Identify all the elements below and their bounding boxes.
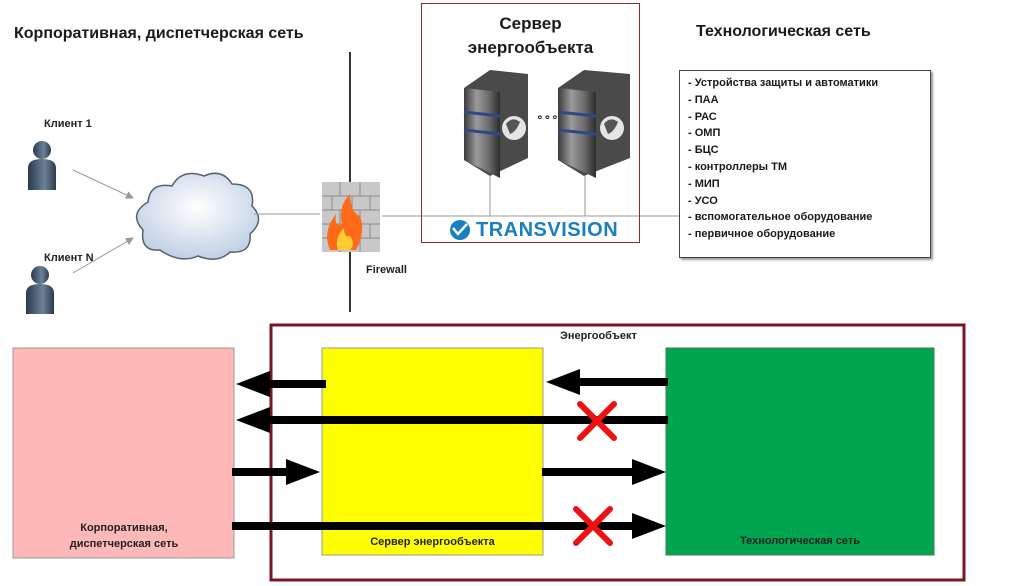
tech-item: - УСО [688, 194, 718, 207]
server-2-icon [557, 70, 630, 178]
tech-network-title: Технологическая сеть [696, 23, 871, 40]
flow-corp-to-server-arrow [232, 459, 320, 485]
tech-item: - БЦС [688, 144, 719, 157]
flow-corp-to-tech-arrow [232, 513, 666, 539]
corp-network-title: Корпоративная, диспетчерская сеть [14, 25, 304, 42]
client-1-person-icon [28, 141, 56, 190]
client-1-arrow [72, 169, 134, 199]
flow-server-to-tech-arrow [542, 459, 666, 485]
flow-server-to-corp-arrow [236, 371, 326, 397]
more-servers-dots: ∘∘∘ [536, 110, 559, 124]
transvision-logo-icon [450, 220, 470, 240]
tech-block [665, 347, 935, 556]
tech-item: - ПАА [688, 93, 719, 106]
tech-item: - МИП [688, 177, 720, 190]
corp-block [12, 347, 235, 559]
client-n-person-icon [26, 266, 54, 314]
energy-server-title-line2: энергообъекта [467, 38, 594, 57]
blocked-cross-icon [573, 506, 613, 546]
energy-server-title-line1: Сервер [499, 14, 562, 33]
client-n-label: Клиент N [44, 252, 94, 264]
energy-server-title: Сервер энергообъекта [421, 12, 640, 60]
energy-server-box [421, 3, 640, 243]
client-n-arrow [72, 237, 134, 274]
server-block-label: Сервер энергообъекта [370, 536, 495, 548]
corp-block-label: Корпоративная, диспетчерская сеть [69, 522, 179, 550]
tech-block-label: Технологическая сеть [739, 535, 861, 547]
server-1-icon [463, 70, 528, 178]
tech-item: - РАС [688, 110, 717, 123]
server-block [321, 347, 544, 556]
tech-item: - ОМП [688, 127, 721, 140]
blocked-cross-icon [577, 401, 617, 441]
transvision-brand: TRANSVISION [476, 219, 619, 241]
tech-equipment-list: - Устройства защиты и автоматики - ПАА -… [679, 70, 931, 258]
firewall-icon [322, 182, 380, 252]
tech-item: - контроллеры ТМ [688, 160, 787, 173]
cloud-icon [135, 172, 260, 260]
client-1-label: Клиент 1 [44, 118, 92, 130]
firewall-label: Firewall [366, 264, 407, 276]
tech-item: - вспомогательное оборудование [688, 211, 873, 224]
tech-item: - первичное оборудование [688, 228, 836, 241]
energy-object-frame [269, 323, 966, 582]
tech-item: - Устройства защиты и автоматики [688, 77, 879, 89]
flow-tech-to-server-arrow [546, 369, 668, 395]
energy-object-label: Энергообъект [560, 330, 637, 342]
